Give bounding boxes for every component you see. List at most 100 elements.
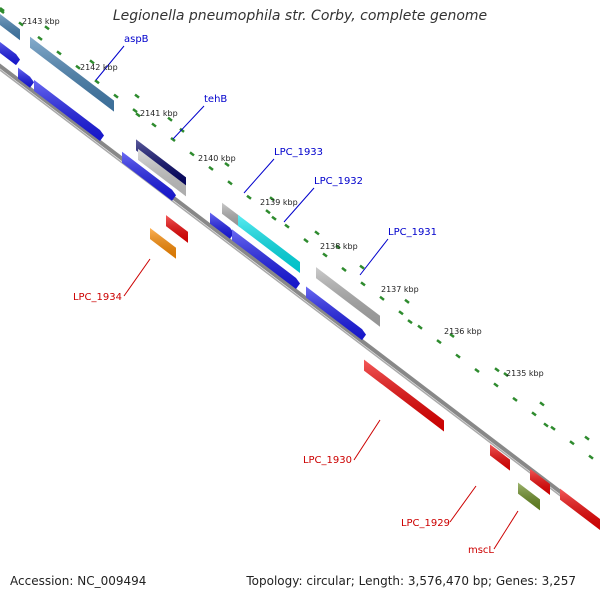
tick-mark — [493, 382, 499, 388]
map-title: Legionella pneumophila str. Corby, compl… — [112, 8, 488, 24]
backbone-edge — [0, 69, 600, 527]
tick-mark — [284, 223, 290, 229]
tick-mark — [56, 50, 62, 56]
tick-mark — [134, 93, 140, 99]
gene-label-LPC_1931: LPC_1931 — [388, 227, 437, 238]
tick-mark — [494, 367, 500, 373]
feature-labels: aspB tehB LPC_1933LPC_1932LPC_1931LPC_1934… — [73, 34, 519, 556]
tick-mark — [531, 411, 537, 417]
feature-red-edge — [560, 488, 600, 530]
feature-aspB-left — [0, 14, 20, 41]
kbp-labels: 2143 kbp 2142 kbp 2141 kbp 2140 kbp 2139 kbp… — [22, 17, 544, 378]
kbp-label: 2137 kbp — [381, 285, 419, 294]
feature-blue-7 — [306, 286, 366, 341]
feature-aspB — [30, 36, 114, 112]
callout-line-LPC_1930 — [353, 419, 381, 461]
tick-mark — [341, 266, 347, 272]
feature-blue-1 — [0, 41, 20, 66]
callout-line-LPC_1934 — [123, 258, 151, 297]
kbp-label: 2142 kbp — [80, 63, 118, 72]
tick-mark — [512, 396, 518, 402]
feature-mscL — [518, 482, 540, 511]
tick-mark — [449, 333, 455, 339]
tick-mark — [75, 64, 81, 70]
tick-mark — [360, 281, 366, 287]
tick-mark — [584, 435, 590, 441]
tick-marks — [0, 7, 594, 460]
topology-summary: Topology: circular; Length: 3,576,470 bp… — [246, 574, 576, 588]
tick-mark — [379, 295, 385, 301]
callout-line-aspB — [95, 45, 125, 81]
tick-mark — [474, 368, 480, 374]
tick-mark — [269, 196, 275, 202]
tick-mark — [89, 59, 95, 65]
tick-mark — [265, 209, 271, 215]
tick-mark — [37, 35, 43, 41]
tick-mark — [303, 238, 309, 244]
kbp-label: 2139 kbp — [260, 198, 298, 207]
callout-line-LPC_1933 — [243, 158, 275, 194]
tick-mark — [407, 319, 413, 325]
tick-mark — [503, 372, 509, 378]
tick-mark — [417, 324, 423, 330]
callout-line-LPC_1932 — [283, 187, 315, 223]
kbp-label: 2136 kbp — [444, 327, 482, 336]
tick-mark — [94, 79, 100, 85]
tick-mark — [189, 151, 195, 157]
kbp-label: 2140 kbp — [198, 154, 236, 163]
tick-mark — [455, 353, 461, 359]
kbp-label: 2143 kbp — [22, 17, 60, 26]
tick-mark — [170, 136, 176, 142]
feature-LPC_1930 — [364, 359, 444, 432]
feature-LPC_1933 — [222, 202, 240, 228]
tick-mark — [322, 252, 328, 258]
tick-mark — [18, 21, 24, 27]
backbone-line — [0, 63, 600, 525]
feature-LPC_1932 — [238, 214, 300, 273]
tick-mark — [569, 440, 575, 446]
feature-tehB-shadow — [138, 148, 186, 197]
tick-mark — [335, 244, 341, 250]
tick-mark — [0, 7, 5, 13]
feature-LPC_1934 — [150, 228, 176, 259]
gene-label-aspB: aspB — [124, 34, 149, 45]
gene-label-tehB: tehB — [204, 94, 227, 105]
accession-text: Accession: NC_009494 — [10, 574, 147, 588]
tick-mark — [44, 25, 50, 31]
tick-mark — [550, 425, 556, 431]
feature-blue-2 — [18, 67, 34, 88]
feature-red-small-1 — [166, 215, 188, 243]
tick-mark — [246, 194, 252, 200]
kbp-label: 2138 kbp — [320, 242, 358, 251]
tick-mark — [0, 9, 5, 15]
tick-mark — [208, 165, 214, 171]
gene-label-LPC_1932: LPC_1932 — [314, 176, 363, 187]
tick-mark — [224, 162, 230, 168]
tick-mark — [151, 122, 157, 128]
callout-line-mscL — [493, 510, 519, 550]
feature-blue-4 — [122, 151, 176, 201]
tick-mark — [436, 339, 442, 345]
feature-LPC_1929 — [530, 468, 550, 495]
callout-line-tehB — [172, 105, 205, 140]
tick-mark — [398, 310, 404, 316]
feature-blocks — [0, 14, 600, 530]
tick-mark — [113, 93, 119, 99]
tick-mark — [543, 422, 549, 428]
feature-LPC_1931 — [316, 267, 380, 327]
tick-mark — [227, 180, 233, 186]
feature-blue-6 — [232, 229, 300, 289]
kbp-label: 2141 kbp — [140, 109, 178, 118]
tick-mark — [359, 264, 365, 270]
tick-mark — [404, 298, 410, 304]
gene-label-mscL: mscL — [468, 545, 494, 556]
feature-blue-3 — [34, 79, 104, 141]
tick-mark — [588, 454, 594, 460]
gene-label-LPC_1933: LPC_1933 — [274, 147, 323, 158]
tick-mark — [135, 112, 141, 118]
gene-label-LPC_1930: LPC_1930 — [303, 455, 352, 466]
tick-mark — [271, 215, 277, 221]
gene-label-LPC_1934: LPC_1934 — [73, 292, 122, 303]
gene-label-LPC_1929: LPC_1929 — [401, 518, 450, 529]
